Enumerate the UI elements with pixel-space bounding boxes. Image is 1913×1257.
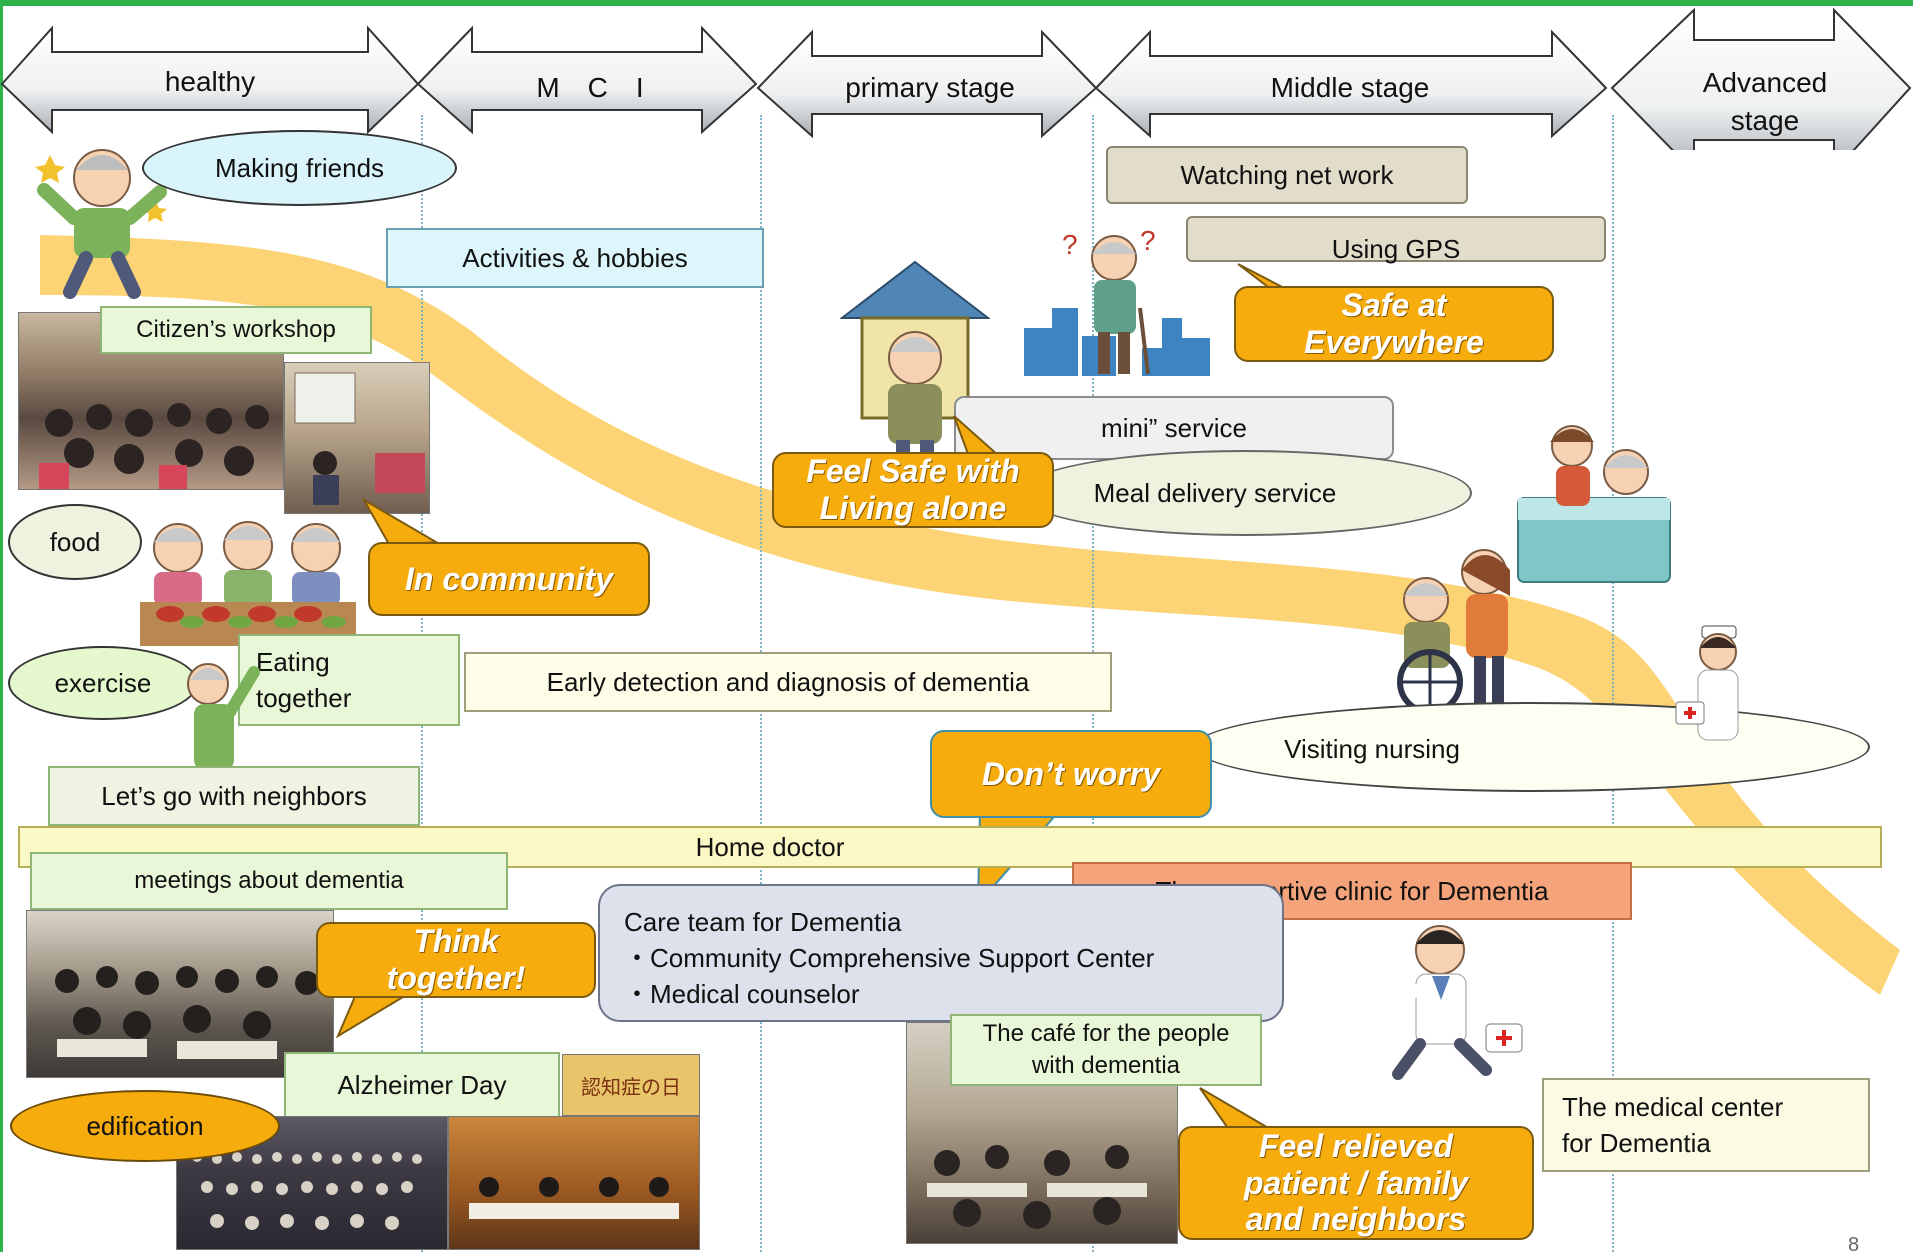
stage-arrows <box>0 7 1912 150</box>
care-team-box: Care team for Dementia ・Community Compre… <box>598 884 1284 1022</box>
care-team-item-1: ・Community Comprehensive Support Center <box>624 943 1155 973</box>
bath-icon <box>1517 425 1671 583</box>
nurse-icon <box>1675 625 1739 741</box>
svg-text:?: ? <box>1062 229 1078 260</box>
workshop-photo-2 <box>284 362 430 514</box>
safe-line1: Safe at <box>1341 287 1447 324</box>
eating-line1: Eating <box>256 647 330 677</box>
house-icon <box>840 260 990 468</box>
elderly-man-icon <box>35 149 167 299</box>
care-team-title: Care team for Dementia <box>624 907 902 937</box>
eating-together-box: Eating together <box>238 634 460 726</box>
think-together-callout: Think together! <box>316 922 596 998</box>
divider-advanced <box>1612 115 1614 1252</box>
doctor-icon <box>1376 925 1523 1080</box>
arrow-advanced <box>1610 7 1912 150</box>
think-line1: Think <box>413 923 499 960</box>
exercise-oval: exercise <box>8 646 198 720</box>
relieved-line2: patient / family <box>1243 1164 1469 1201</box>
alzheimer-day-box: Alzheimer Day <box>284 1052 560 1118</box>
visiting-nursing-label: Visiting nursing <box>1284 733 1460 764</box>
gps-box: Using GPS <box>1186 216 1606 264</box>
meal-delivery-oval: Meal delivery service <box>1018 450 1472 536</box>
alone-line1: Feel Safe with <box>806 453 1020 490</box>
think-line2: together! <box>386 960 526 996</box>
medical-center-line2: for Dementia <box>1562 1128 1711 1158</box>
left-border <box>0 0 3 1252</box>
citizens-workshop-label: Citizen’s workshop <box>100 306 372 354</box>
care-team-item-2: ・Medical counselor <box>624 979 860 1009</box>
dont-worry-callout: Don’t worry <box>930 730 1212 818</box>
gps-label: Using GPS <box>1331 233 1461 264</box>
meal-icon <box>140 521 356 646</box>
food-oval: food <box>8 504 142 580</box>
feel-relieved-callout: Feel relieved patient / family and neigh… <box>1178 1126 1534 1240</box>
safe-everywhere-callout: Safe at Everywhere <box>1234 286 1554 362</box>
cafe-line1: The café for the people <box>982 1020 1230 1047</box>
mini-service-box: mini” service <box>954 396 1394 460</box>
relieved-line3: and neighbors <box>1245 1201 1467 1238</box>
home-doctor-label: Home doctor <box>695 831 845 862</box>
wheelchair-icon <box>1397 549 1510 715</box>
eating-line2: together <box>256 683 352 713</box>
city-icon: ? ? <box>1024 228 1210 376</box>
medical-center-box: The medical center for Dementia <box>1542 1078 1870 1172</box>
stage-primary: primary stage <box>845 72 1015 103</box>
community-callout-tail <box>361 498 440 548</box>
visiting-nursing-oval: Visiting nursing <box>1194 702 1870 792</box>
cafe-box: The café for the people with dementia <box>950 1014 1262 1086</box>
meetings-photo <box>26 910 334 1078</box>
top-border <box>0 0 1913 6</box>
early-detection-box: Early detection and diagnosis of dementi… <box>464 652 1112 712</box>
cafe-line2: with dementia <box>1031 1052 1181 1079</box>
alzheimer-sign: 認知症の日 <box>562 1054 700 1116</box>
neighbors-box: Let’s go with neighbors <box>48 766 420 826</box>
living-alone-callout: Feel Safe with Living alone <box>772 452 1054 528</box>
medical-center-line1: The medical center <box>1562 1092 1784 1122</box>
alone-line2: Living alone <box>819 490 1007 526</box>
stage-advanced-line2: stage <box>1730 105 1800 136</box>
relieved-line1: Feel relieved <box>1259 1127 1453 1164</box>
safe-line2: Everywhere <box>1304 324 1484 360</box>
stage-advanced-line1: Advanced <box>1702 67 1828 98</box>
meetings-box: meetings about dementia <box>30 852 508 910</box>
stage-middle: Middle stage <box>1270 72 1430 103</box>
svg-text:?: ? <box>1140 228 1156 256</box>
edification-oval: edification <box>10 1090 280 1162</box>
stage-advanced: Advanced stage <box>1690 64 1840 140</box>
activities-box: Activities & hobbies <box>386 228 764 288</box>
in-community-callout: In community <box>368 542 650 616</box>
watching-network-box: Watching net work <box>1106 146 1468 204</box>
stage-healthy: healthy <box>164 66 256 97</box>
think-callout-tail <box>336 993 412 1039</box>
making-friends-oval: Making friends <box>142 130 457 206</box>
arrow-middle <box>1094 29 1608 139</box>
panel-photo <box>448 1116 700 1250</box>
elderly-man-icon <box>187 663 260 770</box>
stage-mci: M C I <box>536 72 644 103</box>
page-number: 8 <box>1848 1234 1860 1256</box>
arrow-mci <box>416 25 758 135</box>
meal-delivery-label: Meal delivery service <box>1093 477 1337 508</box>
